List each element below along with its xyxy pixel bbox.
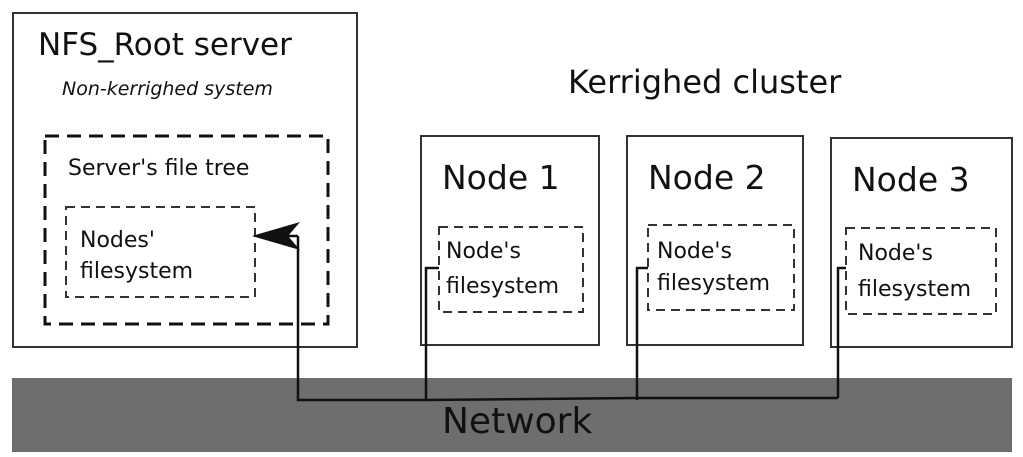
nodes-filesystem-label-line2: filesystem [80, 259, 194, 284]
node-1-filesystem-line1: Node's [446, 239, 521, 264]
node-3-filesystem-line2: filesystem [858, 277, 972, 302]
node-1-label: Node 1 [442, 158, 560, 197]
server-title: NFS_Root server [38, 27, 292, 63]
cluster-title: Kerrighed cluster [568, 63, 842, 101]
node-2-filesystem-line2: filesystem [657, 271, 771, 296]
nodes-filesystem-label-line1: Nodes' [80, 228, 155, 253]
node-3-label: Node 3 [852, 160, 970, 199]
server-file-tree-label: Server's file tree [68, 156, 250, 181]
node-1-filesystem-line2: filesystem [446, 274, 560, 299]
node-3-filesystem-line1: Node's [858, 241, 933, 266]
node-2-filesystem-line1: Node's [657, 239, 732, 264]
node-2-label: Node 2 [648, 158, 766, 197]
server-subtitle: Non-kerrighed system [62, 78, 273, 100]
network-label: Network [442, 401, 593, 442]
